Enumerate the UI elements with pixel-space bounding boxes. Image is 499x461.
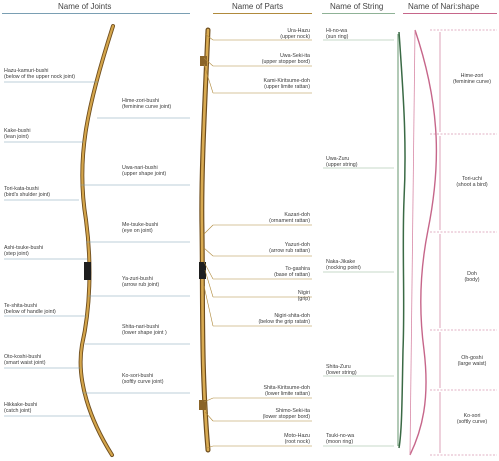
upper-limit-rattan: [200, 56, 207, 66]
part-leader-line: [203, 397, 214, 403]
part-label: Shimo-Seki-ita(lower stopper bord): [262, 408, 310, 421]
string-bow: [397, 31, 406, 449]
part-leader-line: [203, 224, 214, 235]
string-header: Name of String: [330, 2, 384, 11]
shape-label: Doh(body): [464, 271, 480, 284]
joint-label: Shita-nari-bushi(lower shape joint ): [122, 324, 167, 337]
joint-label: Uwa-nari-bushi(upper shape joint): [122, 165, 167, 178]
shape-bow: [409, 29, 438, 456]
string-label: Hi-no-wa(sun ring): [326, 28, 349, 41]
part-leader-line: [204, 269, 214, 298]
lower-limit-rattan: [199, 400, 206, 410]
shape-label: Ko-sori(softly curve): [456, 413, 488, 426]
shape-label: Tori-uchi(shoot a bird): [456, 176, 488, 189]
part-leader-line: [203, 261, 214, 280]
part-leader-line: [203, 57, 214, 67]
string-label: Naka-Jikake(nocking point): [326, 259, 361, 272]
part-label: Nigiri-shita-doh(below the grip ratatn): [258, 313, 310, 326]
joint-label: Hazu-kamuri-bushi(below of the upper noc…: [4, 68, 75, 81]
part-leader-line: [206, 445, 214, 449]
string-label: Tsuki-no-wa(moon ring): [326, 433, 355, 446]
joints-bow-grip: [84, 262, 91, 280]
joints-bow: [78, 24, 115, 457]
string-label: Uwa-Zuru(upper string): [326, 156, 358, 169]
joints-header: Name of Joints: [58, 2, 112, 11]
parts-header: Name of Parts: [232, 2, 284, 11]
part-label: Kazari-doh(ornament rattan): [269, 212, 310, 225]
part-leader-line: [203, 247, 214, 257]
part-label: Yazuri-doh(arrow rub rattan): [269, 242, 310, 255]
part-label: Ura-Hazu(upper nock): [280, 28, 310, 41]
parts-bow-grip: [199, 262, 206, 279]
part-label: Moto-Hazu(root nock): [284, 433, 310, 446]
part-label: Nigiri(grip): [297, 290, 310, 303]
part-leader-line: [204, 411, 214, 422]
part-leader-line: [203, 285, 214, 327]
joint-label: Kake-bushi(lean joint): [4, 128, 31, 141]
shape-label: Oh-goshi(large waist): [457, 355, 487, 368]
joint-label: Ya-zuri-bushi(arrow rub joint): [122, 276, 160, 289]
joint-label: Te-shita-bushi(below of handle joint): [4, 303, 56, 316]
joint-label: Hime-zori-bushi(feminine curve joint): [122, 98, 172, 111]
parts-bow: [199, 27, 211, 453]
joint-label: Ko-sori-bushi(softly curve joint): [122, 373, 164, 386]
part-leader-line: [204, 33, 214, 41]
joint-label: Hikkake-bushi(catch joint): [4, 402, 38, 415]
joint-label: Me-tsuke-bushi(eye on joint): [122, 222, 159, 235]
joint-label: Ashi-tsuke-bushi(step joint): [4, 245, 44, 258]
joint-label: Oto-koshi-bushi(smart waist joint): [4, 354, 46, 367]
shape-label: Hime-zori(feminine curve): [453, 73, 491, 86]
part-label: Shita-Kiritsume-doh(lower limite rattan): [263, 385, 310, 398]
string-label: Shita-Zuru(lower string): [326, 364, 357, 377]
part-label: Uwa-Seki-ita(upper stopper bord): [261, 53, 310, 66]
shape-header: Name of Nari:shape: [408, 2, 480, 11]
part-label: To-gashira(base of rattan): [274, 266, 310, 279]
part-leader-line: [203, 63, 214, 94]
part-label: Kami-Kiritsume-doh(upper limite rattan): [263, 78, 310, 91]
joint-label: Tori-kata-bushi(bird's shulder joint): [4, 186, 51, 199]
